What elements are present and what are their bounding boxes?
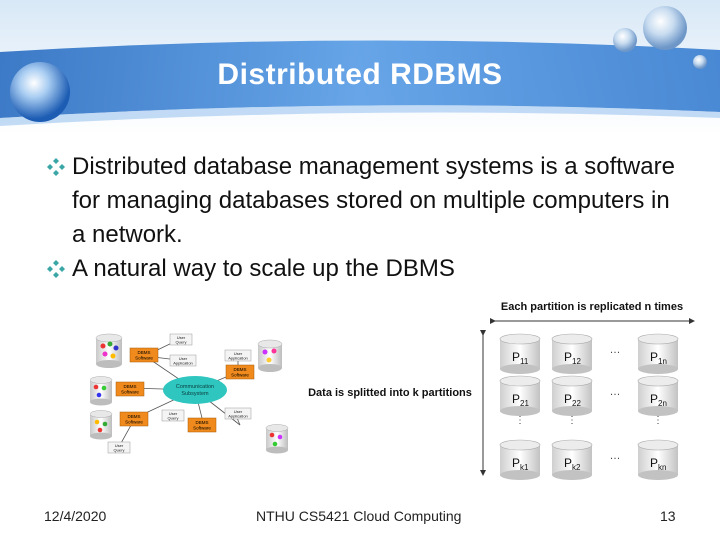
bullet-text: A natural way to scale up the DBMS: [72, 255, 455, 282]
partition-replication-diagram: Each partition is replicated n times Dat…: [308, 301, 695, 480]
split-label: Data is splitted into k partitions: [308, 387, 472, 399]
footer-page-number: 13: [660, 508, 676, 524]
svg-text:Application: Application: [228, 414, 248, 419]
footer-course: NTHU CS5421 Cloud Computing: [256, 508, 462, 524]
communication-subsystem-hub: [163, 376, 227, 404]
bullet-list: Distributed database management systems …: [46, 150, 686, 286]
database-cylinder: [257, 339, 283, 372]
svg-text:Software: Software: [231, 373, 249, 378]
svg-text:⋮: ⋮: [567, 415, 577, 426]
footer-date: 12/4/2020: [44, 508, 107, 524]
orb-tiny-right: [693, 55, 707, 69]
slide-title: Distributed RDBMS: [217, 58, 503, 91]
svg-text:Software: Software: [121, 390, 139, 395]
svg-text:Application: Application: [228, 356, 248, 361]
header-background: [0, 0, 720, 135]
partition-cylinder: P22: [551, 375, 593, 416]
dbms-software-box: DBMS Software: [187, 417, 217, 433]
partition-cylinder: Pk1: [499, 439, 541, 480]
replication-label: Each partition is replicated n times: [501, 301, 683, 313]
dbms-software-box: DBMS Software: [119, 411, 149, 427]
user-app-label: User: [234, 409, 243, 414]
svg-text:…: …: [610, 386, 621, 398]
user-app-label: User: [234, 351, 243, 356]
orb-top-right: [643, 6, 687, 50]
svg-text:DBMS: DBMS: [127, 414, 140, 419]
database-cylinder: [265, 424, 289, 454]
diamond-bullet-icon: [47, 260, 65, 278]
bullet-text: Distributed database management systems …: [72, 153, 675, 248]
partition-cylinder: P2n: [637, 375, 679, 416]
svg-text:Query: Query: [168, 416, 179, 421]
svg-text:Application: Application: [173, 361, 193, 366]
svg-text:DBMS: DBMS: [195, 420, 208, 425]
partition-cylinder: P12: [551, 333, 593, 374]
dbms-software-box: DBMS Software: [115, 381, 145, 397]
svg-text:…: …: [610, 344, 621, 356]
user-query-label: User: [169, 411, 178, 416]
partition-cylinder: P21: [499, 375, 541, 416]
svg-text:…: …: [610, 450, 621, 462]
svg-text:Software: Software: [135, 356, 153, 361]
svg-text:Software: Software: [125, 420, 143, 425]
partition-cylinder: Pkn: [637, 439, 679, 480]
bullet-item: Distributed database management systems …: [46, 150, 686, 252]
user-query-label: User: [177, 335, 186, 340]
svg-text:Software: Software: [193, 426, 211, 431]
svg-text:DBMS: DBMS: [233, 367, 246, 372]
dbms-software-box: DBMS Software: [225, 364, 255, 380]
svg-text:Query: Query: [114, 448, 125, 453]
diamond-bullet-icon: [47, 158, 65, 176]
database-cylinder: [95, 333, 123, 368]
bullet-item: A natural way to scale up the DBMS: [46, 252, 686, 286]
svg-text:⋮: ⋮: [515, 415, 525, 426]
svg-text:⋮: ⋮: [653, 415, 663, 426]
distributed-dbms-diagram: Communication Subsystem DBMS Software DB…: [90, 333, 289, 454]
user-app-label: User: [179, 356, 188, 361]
partition-cylinder: P1n: [637, 333, 679, 374]
hub-label-line2: Subsystem: [181, 391, 209, 397]
dbms-software-box: DBMS Software: [129, 347, 159, 363]
svg-text:DBMS: DBMS: [123, 384, 136, 389]
svg-text:Query: Query: [176, 340, 187, 345]
partition-cylinder: P11: [499, 333, 541, 374]
database-cylinder: [90, 410, 113, 440]
orb-small-right: [613, 28, 637, 52]
svg-text:DBMS: DBMS: [137, 350, 150, 355]
hub-label-line1: Communication: [176, 384, 214, 390]
partition-cylinder: Pk2: [551, 439, 593, 480]
database-cylinder: [90, 376, 113, 406]
slide-header: [0, 0, 720, 135]
orb-large-left: [10, 62, 70, 122]
user-query-label: User: [115, 443, 124, 448]
